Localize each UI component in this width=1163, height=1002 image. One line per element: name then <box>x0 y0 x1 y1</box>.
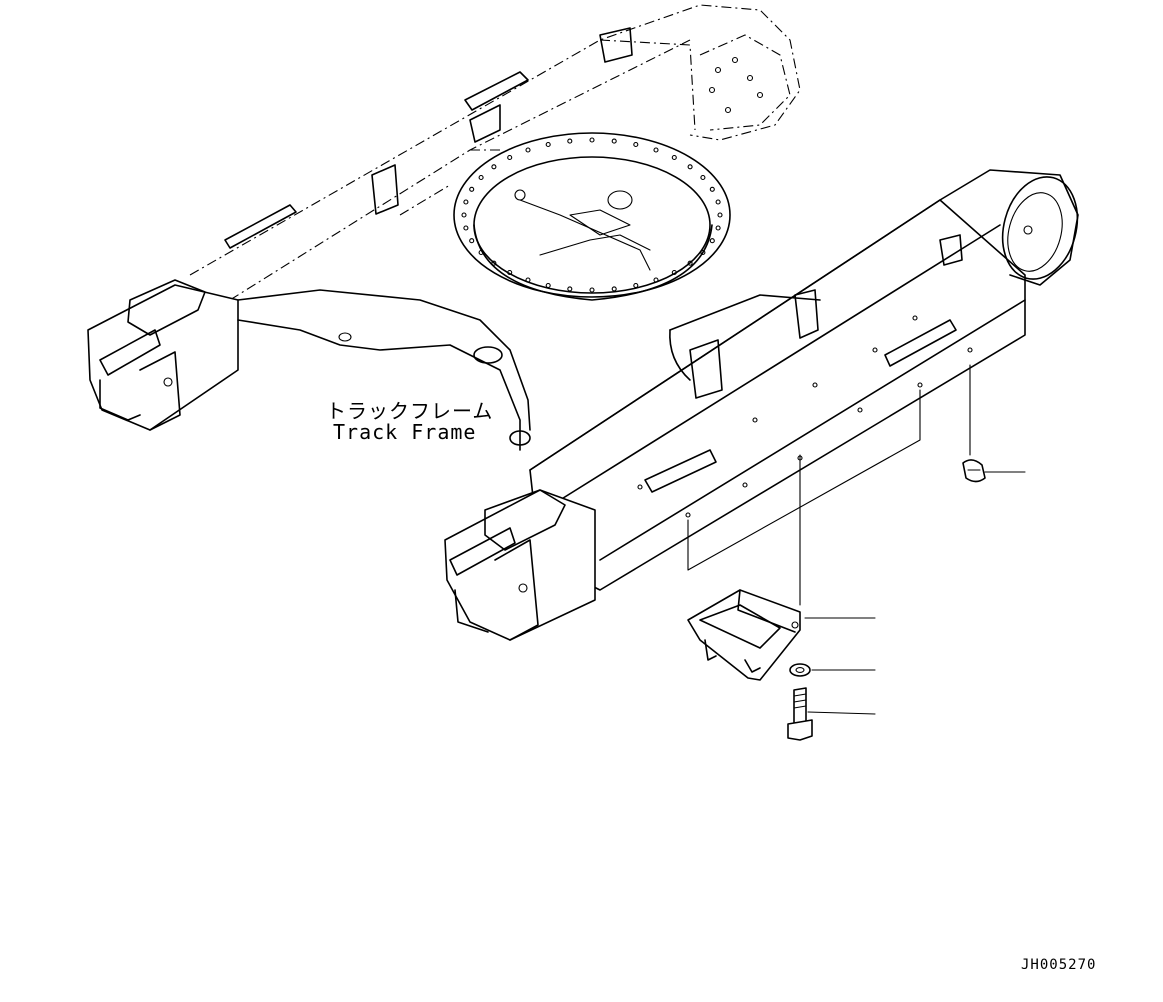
bolt-hole <box>709 238 715 244</box>
bolt-hole <box>589 137 595 143</box>
track-frame-label-en: Track Frame <box>333 420 477 444</box>
bolt-hole <box>611 138 617 144</box>
bolt-hole <box>671 269 677 276</box>
bolt-hole <box>545 141 551 148</box>
track-frame-label-jp: トラックフレーム <box>326 399 494 423</box>
bolt-hole <box>653 147 659 153</box>
guard-icon <box>687 589 801 681</box>
leader-lines <box>687 364 1026 715</box>
swing-circle <box>453 132 731 301</box>
bolt-hole <box>507 154 513 161</box>
bolt-hole <box>463 225 469 231</box>
bolt-hole <box>525 277 531 283</box>
bolt-hole <box>525 147 531 153</box>
bolt-hole <box>478 174 484 181</box>
bolt-hole <box>687 164 693 170</box>
bolt-hole <box>715 199 721 205</box>
bolt-hole <box>633 282 639 289</box>
bolt-hole <box>687 260 693 266</box>
bolt-hole <box>671 154 677 161</box>
bolt-hole <box>507 269 513 276</box>
bolt-hole <box>567 138 573 144</box>
bolt-hole <box>717 212 723 218</box>
bolt-hole <box>700 249 706 256</box>
bolt-hole <box>700 174 706 181</box>
bolt-hole <box>545 282 551 289</box>
bolt-hole <box>589 287 595 293</box>
bolt-hole <box>715 225 721 231</box>
bolt-hole <box>461 212 467 218</box>
bolt-hole <box>463 199 469 205</box>
washer-icon <box>789 663 811 677</box>
bolt-hole <box>633 141 639 148</box>
bolt-hole <box>611 286 617 292</box>
bolt-hole <box>469 238 475 244</box>
rear-side-frame <box>87 4 801 451</box>
bolt-hole <box>469 186 475 192</box>
bolt-hole <box>567 286 573 292</box>
bolt-hole <box>478 249 484 256</box>
bolt-hole <box>491 260 497 266</box>
front-side-frame <box>444 169 1079 641</box>
bolt-hole <box>491 164 497 170</box>
bolt-hole <box>709 186 715 192</box>
plug-icon <box>962 459 986 483</box>
bolt-hole <box>653 277 659 283</box>
drawing-code: JH005270 <box>1021 957 1097 973</box>
bolt-icon <box>787 687 813 741</box>
